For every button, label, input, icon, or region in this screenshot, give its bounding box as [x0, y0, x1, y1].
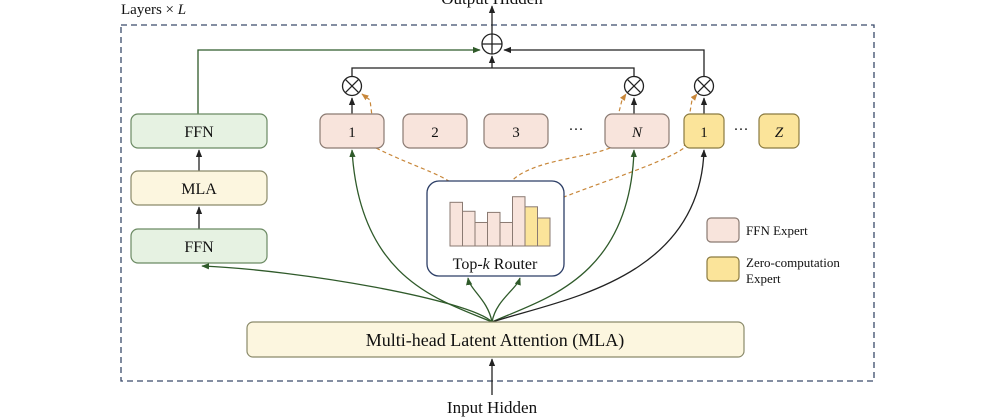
layers-label-var: L: [177, 2, 186, 18]
multiply-icon: [341, 75, 363, 97]
ffn-bottom-label: FFN: [184, 239, 214, 256]
layer-container: [120, 24, 875, 382]
mla-main-block: [246, 321, 745, 358]
router-label-var: k: [483, 256, 491, 273]
router-score-bar: [449, 201, 463, 247]
mla-small-label: MLA: [181, 181, 217, 198]
input-hidden-label: Input Hidden: [447, 398, 538, 417]
layers-label-text: Layers ×: [121, 2, 178, 18]
legend-zero-label: Zero-computation Expert: [746, 255, 843, 286]
zero-expert-label: Z: [775, 125, 784, 141]
router-score-bar: [474, 221, 488, 247]
router-score-bar: [462, 210, 476, 247]
legend-zero-swatch: [706, 256, 740, 282]
ffn-expert-box: [402, 113, 468, 149]
mla-small-box: [130, 170, 268, 206]
ffn-branch-to-sum: [197, 46, 481, 114]
zero-expert-box: [683, 113, 725, 149]
legend-zero-line2: Expert: [746, 271, 781, 286]
experts-to-sum: [351, 67, 635, 76]
layers-label: Layers × L: [121, 2, 186, 18]
legend-ffn-label: FFN Expert: [746, 223, 808, 238]
sum-icon: [481, 33, 503, 55]
router-label-post: Router: [490, 256, 538, 273]
expert-ellipsis: ···: [569, 122, 584, 138]
ffn-bottom-box: [130, 228, 268, 264]
router-score-bar: [499, 221, 513, 247]
ffn-top-box: [130, 113, 268, 149]
zero-expert-ellipsis: ···: [734, 122, 749, 138]
zero-expert-label: 1: [700, 125, 708, 141]
ffn-top-label: FFN: [184, 124, 214, 141]
zero-expert-box: [758, 113, 800, 149]
ffn-expert-label: N: [631, 125, 643, 141]
router-score-bar: [487, 211, 501, 247]
router-score-bars: [449, 196, 551, 247]
ffn-expert-box: [319, 113, 385, 149]
multiply-icon: [693, 75, 715, 97]
ffn-expert-label: 2: [431, 125, 439, 141]
routing-flows: [201, 149, 707, 323]
multiply-icon: [623, 75, 645, 97]
output-hidden-label: Output Hidden: [441, 0, 543, 8]
legend-ffn-swatch: [706, 217, 740, 243]
ffn-expert-box: [483, 113, 549, 149]
ffn-expert-label: 3: [512, 125, 520, 141]
router-score-bar: [524, 206, 538, 247]
legend-zero-line1: Zero-computation: [746, 255, 840, 270]
zero-expert-to-sum: [503, 46, 705, 76]
router-label: Top-k Router: [453, 256, 538, 273]
router-score-bar: [512, 196, 526, 247]
router-score-bar: [537, 217, 551, 247]
router-label-pre: Top-: [453, 256, 483, 273]
mla-main-label: Multi-head Latent Attention (MLA): [366, 330, 624, 351]
ffn-expert-box: [604, 113, 670, 149]
ffn-expert-label: 1: [348, 125, 356, 141]
